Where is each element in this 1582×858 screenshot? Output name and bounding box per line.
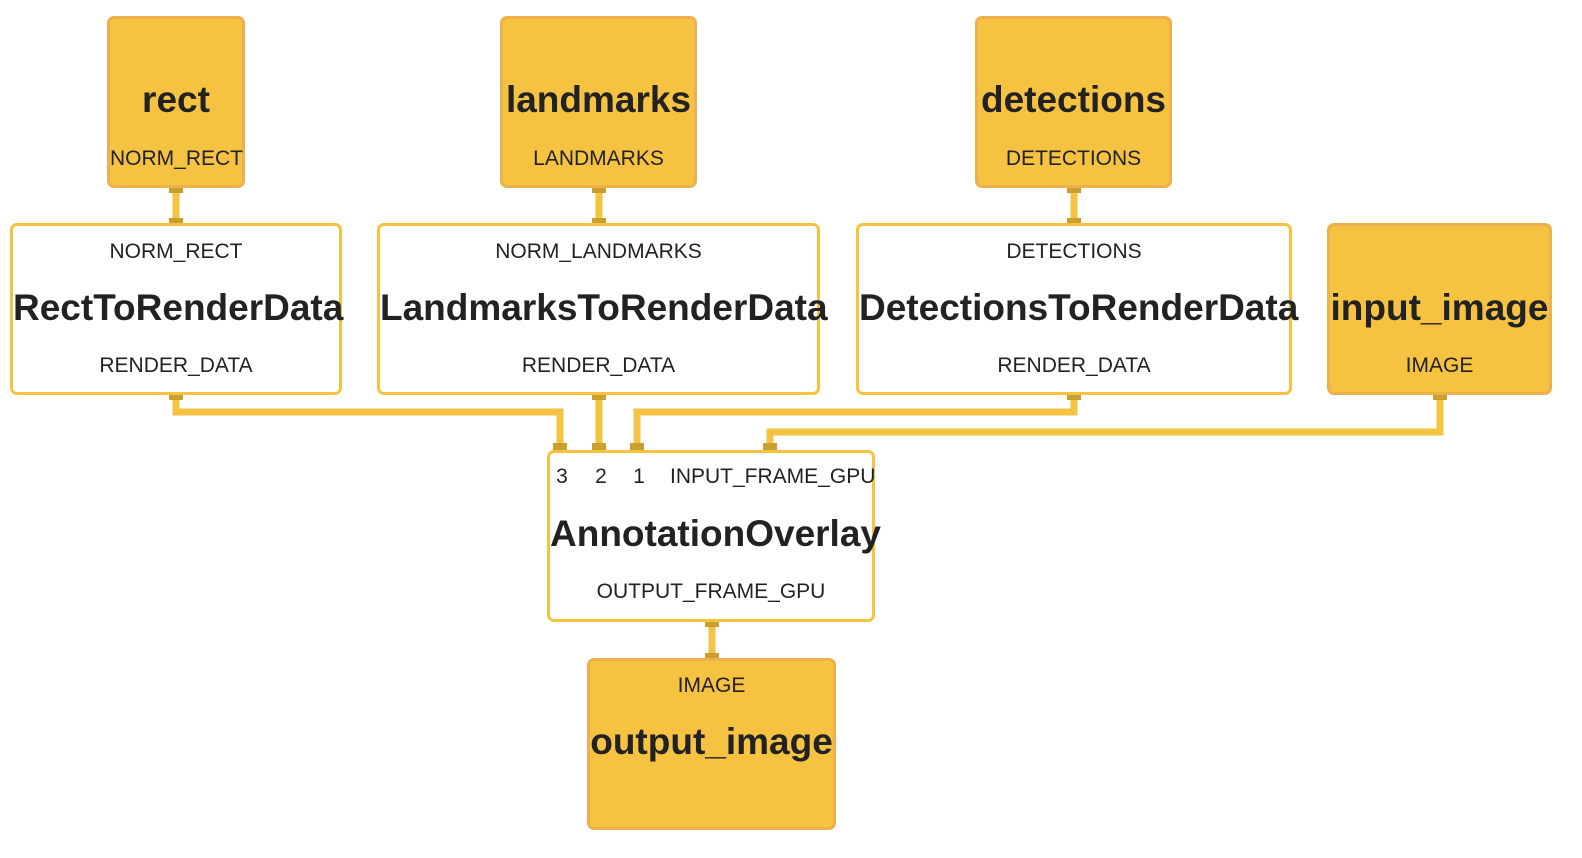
node-detections[interactable]: detections DETECTIONS (975, 16, 1172, 188)
node-detections-to-render-data-name: DetectionsToRenderData (859, 287, 1299, 328)
node-input-image[interactable]: input_image IMAGE (1327, 223, 1552, 395)
node-rect-to-render-data[interactable]: NORM_RECT RectToRenderData RENDER_DATA (10, 223, 344, 395)
node-landmarks-to-render-data-output-label: RENDER_DATA (521, 354, 676, 377)
node-annotation-overlay-output-label: OUTPUT_FRAME_GPU (596, 580, 826, 603)
edge-detections-render-to-overlay (633, 393, 1078, 452)
overlay-input-port-input-frame-gpu: INPUT_FRAME_GPU (670, 465, 876, 488)
node-output-image[interactable]: IMAGE output_image (587, 658, 836, 830)
node-output-image-input-label: IMAGE (677, 674, 746, 697)
node-annotation-overlay[interactable]: 3 2 1 INPUT_FRAME_GPU AnnotationOverlay … (547, 450, 881, 622)
node-landmarks-to-render-data-input-label: NORM_LANDMARKS (495, 240, 702, 263)
node-detections-to-render-data[interactable]: DETECTIONS DetectionsToRenderData RENDER… (856, 223, 1299, 395)
node-detections-name: detections (980, 79, 1167, 120)
overlay-input-port-3: 3 (556, 465, 568, 488)
overlay-input-port-1: 1 (633, 465, 645, 488)
node-landmarks-output-label: LANDMARKS (533, 147, 664, 170)
node-input-image-output-label: IMAGE (1405, 354, 1474, 377)
node-rect-name: rect (142, 79, 210, 120)
node-detections-output-label: DETECTIONS (1005, 147, 1142, 170)
node-output-image-name: output_image (590, 721, 833, 762)
node-rect-output-label: NORM_RECT (110, 147, 244, 170)
node-landmarks-name: landmarks (505, 79, 692, 120)
node-annotation-overlay-name: AnnotationOverlay (550, 513, 881, 554)
node-landmarks-to-render-data-name: LandmarksToRenderData (380, 287, 828, 328)
node-rect-to-render-data-name: RectToRenderData (13, 287, 344, 328)
node-landmarks[interactable]: landmarks LANDMARKS (500, 16, 697, 188)
node-rect-to-render-data-input-label: NORM_RECT (109, 240, 243, 263)
overlay-input-port-2: 2 (595, 465, 607, 488)
edge-input-image-to-overlay (766, 393, 1444, 452)
node-landmarks-to-render-data[interactable]: NORM_LANDMARKS LandmarksToRenderData REN… (377, 223, 828, 395)
node-detections-to-render-data-input-label: DETECTIONS (1006, 240, 1142, 263)
node-rect-to-render-data-output-label: RENDER_DATA (99, 354, 253, 377)
node-rect[interactable]: rect NORM_RECT (107, 16, 245, 188)
node-detections-to-render-data-output-label: RENDER_DATA (997, 354, 1151, 377)
node-input-image-name: input_image (1330, 287, 1549, 328)
edge-rect-render-to-overlay (172, 393, 564, 452)
